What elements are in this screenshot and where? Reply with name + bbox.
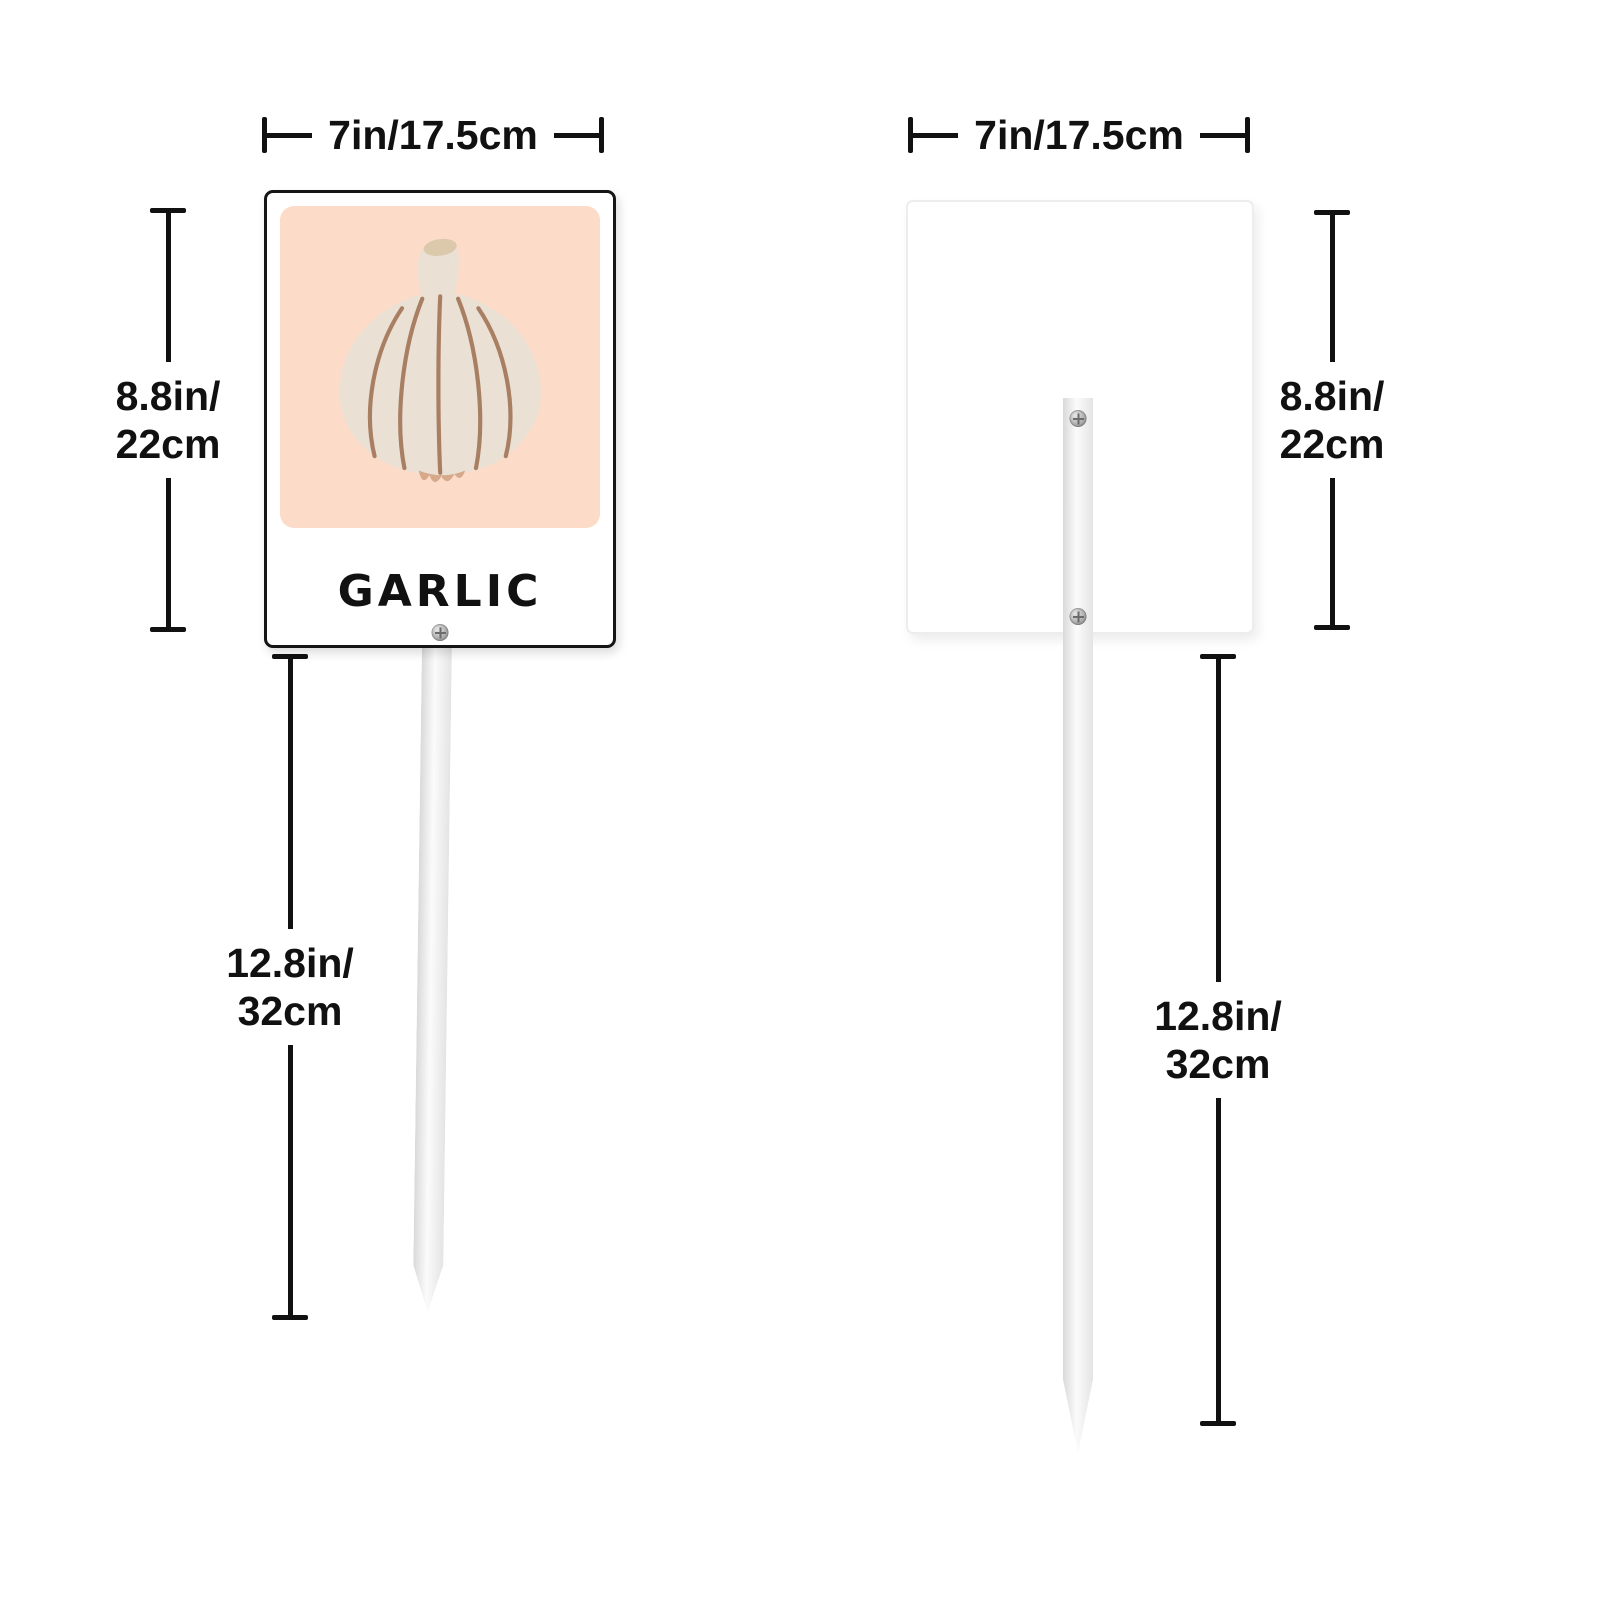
dimension-tick [1314,625,1350,630]
dimension-line [553,132,599,138]
dimension-tick [1200,654,1236,659]
dimension-tick [150,208,186,213]
dimension-label-line: 22cm [1279,421,1385,467]
dimension-line [1215,659,1221,982]
dimension-label: 12.8in/ 32cm [226,929,354,1046]
sign-artwork-panel [280,206,600,528]
dimension-line [1329,478,1335,625]
screw-icon [1069,410,1087,427]
back-width-dimension: 7in/17.5cm [908,112,1250,158]
garlic-sign-front: GARLIC [264,190,616,648]
dimension-tick [599,117,604,153]
dimension-label-line: 8.8in/ [1279,372,1385,419]
dimension-tick [262,117,267,153]
dimension-label-line: 32cm [237,988,343,1034]
dimension-tick [150,627,186,632]
dimension-label: 7in/17.5cm [974,111,1184,158]
dimension-label: 8.8in/ 22cm [1280,362,1385,479]
dimension-line [165,213,171,362]
front-width-dimension: 7in/17.5cm [262,112,604,158]
dimension-label: 7in/17.5cm [328,111,538,158]
dimension-line [287,1045,293,1315]
dimension-line [1199,132,1245,138]
dimension-line [165,478,171,627]
garlic-illustration [339,239,541,483]
dimension-line [913,132,959,138]
dimension-line [287,659,293,929]
screw-icon [1069,608,1087,625]
dimension-tick [1245,117,1250,153]
back-stake-dimension: 12.8in/ 32cm [1143,654,1293,1426]
dimension-label-line: 32cm [1165,1041,1271,1087]
dimension-line [1329,215,1335,362]
dimension-tick [1314,210,1350,215]
dimension-line [267,132,313,138]
back-height-dimension: 8.8in/ 22cm [1257,210,1407,630]
dimension-label: 12.8in/ 32cm [1154,982,1282,1099]
back-stake [1063,398,1093,1453]
dimension-line [1215,1098,1221,1421]
dimension-tick [272,654,308,659]
front-height-dimension: 8.8in/ 22cm [93,208,243,632]
screw-icon [431,624,449,641]
dimension-label-line: 8.8in/ [115,372,221,419]
dimension-tick [272,1315,308,1320]
dimension-tick [1200,1421,1236,1426]
sign-label: GARLIC [337,566,543,617]
dimension-label: 8.8in/ 22cm [116,362,221,479]
front-stake [413,640,452,1312]
front-stake-dimension: 12.8in/ 32cm [215,654,365,1320]
dimension-tick [908,117,913,153]
dimension-label-line: 12.8in/ [1154,992,1282,1039]
dimension-label-line: 22cm [115,421,221,467]
dimension-label-line: 12.8in/ [226,939,354,986]
